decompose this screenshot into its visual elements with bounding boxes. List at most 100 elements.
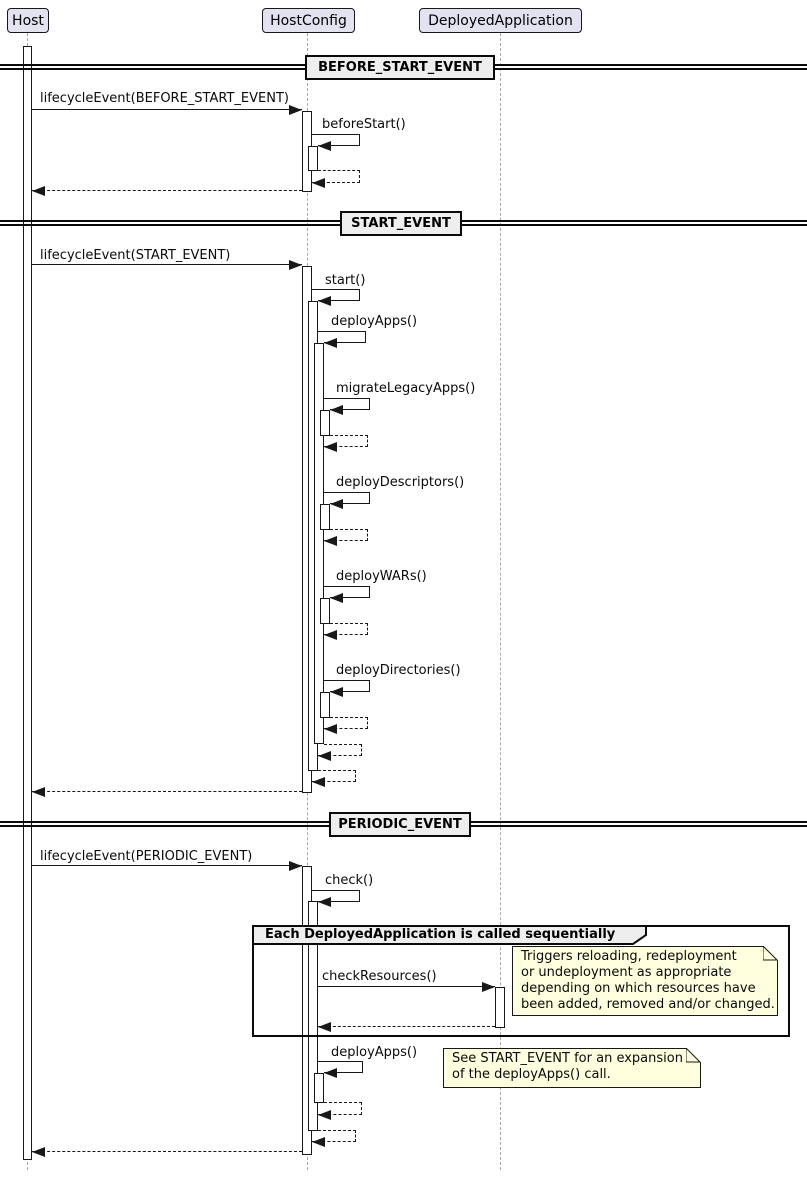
self-call-line (362, 1061, 363, 1073)
self-call-line (330, 597, 370, 598)
self-return-line (367, 717, 368, 729)
self-call-line (318, 901, 360, 902)
self-call-line (312, 890, 360, 891)
note-line: been added, removed and/or changed. (521, 997, 775, 1012)
arrowhead-left (324, 442, 337, 452)
self-return-line (330, 717, 368, 718)
message-lifecycle-before-start-line (32, 109, 302, 110)
self-call-line (369, 680, 370, 692)
self-call-line (330, 503, 370, 504)
note-line: depending on which resources have (521, 981, 756, 996)
self-call-line (359, 289, 360, 301)
self-return-line (324, 728, 368, 729)
arrowhead-right (289, 861, 302, 871)
self-return-line (359, 170, 360, 183)
note-line: Triggers reloading, redeployment (521, 949, 737, 964)
self-return-line (318, 170, 360, 171)
arrowhead-left (318, 296, 331, 306)
arrowhead-left (32, 787, 45, 797)
return-to-host-line (32, 791, 302, 792)
self-return-line (367, 435, 368, 447)
note-check-resources: Triggers reloading, redeployment or unde… (512, 946, 778, 1016)
arrowhead-left (312, 1137, 325, 1147)
self-call-line (330, 409, 370, 410)
self-return-line (312, 1141, 356, 1142)
self-call-line (318, 145, 360, 146)
self-call-line (365, 331, 366, 343)
self-return-line (324, 446, 368, 447)
self-return-line (318, 1130, 356, 1131)
divider-periodic-label: PERIODIC_EVENT (338, 817, 462, 832)
self-call-line (330, 691, 370, 692)
self-return-line (324, 540, 368, 541)
message-check-label: check() (325, 873, 374, 888)
note-line: See START_EVENT for an expansion (452, 1051, 683, 1066)
arrowhead-left (330, 593, 343, 603)
arrowhead-left (330, 499, 343, 509)
self-return-line (355, 1130, 356, 1142)
self-call-line (369, 398, 370, 410)
arrowhead-left (318, 1110, 331, 1120)
arrowhead-left (330, 405, 343, 415)
participant-hostconfig: HostConfig (262, 8, 355, 33)
message-deploy-wars-label: deployWARs() (336, 569, 427, 584)
self-return-line (324, 1102, 362, 1103)
activation-deployedapplication (495, 987, 505, 1028)
arrowhead-left (312, 178, 325, 188)
self-return-line (312, 182, 360, 183)
message-check-resources-label: checkResources() (322, 969, 437, 984)
message-lifecycle-periodic-line (32, 865, 302, 866)
arrowhead-left (32, 186, 45, 196)
self-call-line (359, 890, 360, 902)
self-call-line (318, 331, 366, 332)
arrowhead-left (324, 536, 337, 546)
group-title-tab (252, 925, 647, 945)
self-return-line (330, 623, 368, 624)
note-fold-icon (763, 946, 778, 961)
note-line: of the deployApps() call. (452, 1067, 611, 1082)
arrowhead-left (324, 630, 337, 640)
self-return-line (324, 634, 368, 635)
arrowhead-left (32, 1147, 45, 1157)
divider-before-start-label: BEFORE_START_EVENT (318, 60, 482, 75)
arrowhead-left (330, 687, 343, 697)
self-return-line (318, 1114, 362, 1115)
group-title-label: Each DeployedApplication is called seque… (265, 927, 616, 942)
self-return-line (361, 1102, 362, 1115)
self-return-line (355, 770, 356, 782)
activation-deploy-apps-periodic (314, 1073, 324, 1103)
message-lifecycle-start-label: lifecycleEvent(START_EVENT) (40, 248, 231, 263)
self-call-line (318, 300, 360, 301)
return-to-host-line (32, 190, 302, 191)
arrowhead-right (289, 105, 302, 115)
self-return-line (367, 623, 368, 635)
message-lifecycle-periodic-label: lifecycleEvent(PERIODIC_EVENT) (40, 849, 253, 864)
self-call-line (324, 398, 370, 399)
note-deploy-apps: See START_EVENT for an expansion of the … (443, 1048, 701, 1088)
activation-before-start-inner (308, 146, 318, 171)
arrowhead-right (482, 982, 495, 992)
arrowhead-left (324, 724, 337, 734)
message-check-resources-return (318, 1026, 495, 1027)
activation-deploy-wars (320, 598, 330, 624)
message-start-label: start() (325, 273, 366, 288)
self-return-line (330, 529, 368, 530)
arrowhead-left (318, 751, 331, 761)
arrowhead-left (318, 1022, 331, 1032)
self-call-line (318, 1061, 363, 1062)
activation-check-inner (308, 901, 318, 1131)
divider-periodic-event: PERIODIC_EVENT (329, 812, 471, 837)
self-return-line (330, 435, 368, 436)
message-check-resources-line (318, 986, 495, 987)
divider-before-start-event: BEFORE_START_EVENT (305, 55, 495, 80)
participant-host-label: Host (12, 12, 44, 29)
activation-deploy-apps-inner (314, 343, 324, 744)
return-to-host-line (32, 1151, 302, 1152)
self-call-line (312, 134, 360, 135)
self-call-line (324, 492, 370, 493)
message-deploy-apps-label: deployApps() (331, 314, 418, 329)
message-deploy-directories-label: deployDirectories() (336, 663, 461, 678)
lifeline-deployedapplication (500, 33, 501, 1170)
self-return-line (361, 744, 362, 756)
